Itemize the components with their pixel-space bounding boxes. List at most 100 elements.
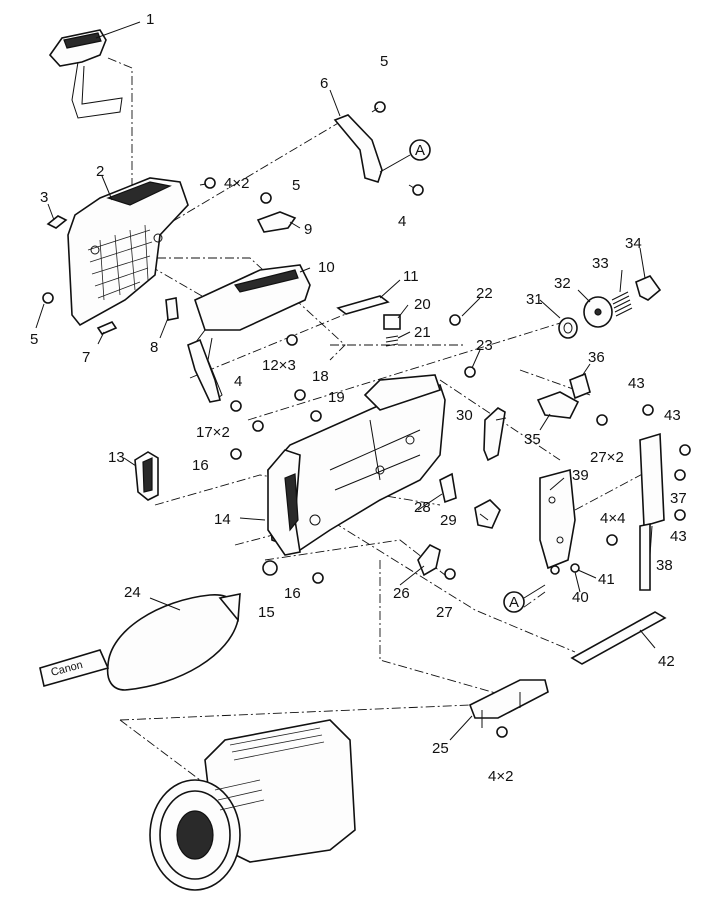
screw-19 <box>310 410 322 422</box>
part-21-spring <box>385 335 399 347</box>
label-part-34: 34 <box>625 235 642 252</box>
label-part-16-b: 16 <box>284 585 301 602</box>
label-part-31: 31 <box>526 291 543 308</box>
leader-lines <box>35 21 656 741</box>
screw-12 <box>286 334 298 346</box>
screw-27x2 <box>596 414 608 426</box>
label-part-43-b: 43 <box>664 407 681 424</box>
label-part-2: 2 <box>96 163 104 180</box>
part-number-labels: 1 2 3 4 4×2 4 4×2 4×4 5 5 5 6 7 8 9 10 1… <box>30 11 687 785</box>
screw-5-left <box>42 292 54 304</box>
label-part-25: 25 <box>432 740 449 757</box>
part-35-bracket <box>536 391 580 419</box>
label-part-4-b: 4 <box>234 373 242 390</box>
label-part-42: 42 <box>658 653 675 670</box>
label-part-43-c: 43 <box>670 528 687 545</box>
part-1-grip-cap <box>48 29 123 119</box>
screw-5-mid <box>260 192 272 204</box>
label-part-22: 22 <box>476 285 493 302</box>
screw-16-b <box>312 572 324 584</box>
label-part-33: 33 <box>592 255 609 272</box>
label-part-20: 20 <box>414 296 431 313</box>
label-part-4x4: 4×4 <box>600 510 625 527</box>
part-10-top-frame <box>187 264 311 403</box>
label-part-19: 19 <box>328 389 345 406</box>
screw-37 <box>674 469 686 481</box>
part-2-grip-cover <box>67 177 189 327</box>
label-part-10: 10 <box>318 259 335 276</box>
reference-marker-a-top: A <box>379 139 431 173</box>
label-part-6: 6 <box>320 75 328 92</box>
label-part-5-b: 5 <box>292 177 300 194</box>
screw-4-right <box>408 184 424 196</box>
label-part-29: 29 <box>440 512 457 529</box>
screw-18 <box>294 389 306 401</box>
screw-17 <box>252 420 264 432</box>
part-39-pcb-bracket <box>539 468 576 570</box>
label-part-24: 24 <box>124 584 141 601</box>
label-part-4x2-b: 4×2 <box>488 768 513 785</box>
label-part-16-a: 16 <box>192 457 209 474</box>
part-29-gear <box>474 499 501 529</box>
screw-4x2-a <box>199 177 216 189</box>
label-part-21: 21 <box>414 324 431 341</box>
label-part-38: 38 <box>656 557 673 574</box>
label-part-30: 30 <box>456 407 473 424</box>
parts-31-34-dial-assembly <box>558 275 662 339</box>
screw-5-top <box>371 101 386 113</box>
part-13-bracket <box>134 451 159 501</box>
label-part-27x2: 27×2 <box>590 449 624 466</box>
part-11-plate <box>336 295 390 315</box>
part-24-strap: Canon <box>39 593 241 691</box>
screw-15 <box>262 560 278 576</box>
screw-43-b <box>679 444 691 456</box>
lens-block <box>149 719 356 891</box>
part-7-pad <box>96 321 118 335</box>
label-part-15: 15 <box>258 604 275 621</box>
part-25-bracket <box>468 679 549 728</box>
label-part-11: 11 <box>403 268 419 285</box>
label-part-7: 7 <box>82 349 90 366</box>
label-part-43-a: 43 <box>628 375 645 392</box>
label-part-26: 26 <box>393 585 410 602</box>
label-part-17x2: 17×2 <box>196 424 230 441</box>
screw-4-mid <box>230 400 242 412</box>
label-part-27: 27 <box>436 604 453 621</box>
label-part-4x2-a: 4×2 <box>224 175 249 192</box>
screw-23 <box>464 366 476 378</box>
label-part-18: 18 <box>312 368 329 385</box>
label-part-32: 32 <box>554 275 571 292</box>
screw-41 <box>570 563 580 573</box>
label-part-12x3: 12×3 <box>262 357 296 374</box>
label-part-28: 28 <box>414 499 431 516</box>
label-part-13: 13 <box>108 449 125 466</box>
label-part-8: 8 <box>150 339 158 356</box>
label-part-35: 35 <box>524 431 541 448</box>
label-part-41: 41 <box>598 571 615 588</box>
label-part-4-a: 4 <box>398 213 406 230</box>
part-20-block <box>383 314 401 330</box>
main-chassis <box>267 374 446 556</box>
part-30-bracket <box>483 407 506 462</box>
label-part-9: 9 <box>304 221 312 238</box>
screw-40 <box>550 565 560 575</box>
label-part-5-a: 5 <box>380 53 388 70</box>
screw-43-a <box>642 404 654 416</box>
label-part-36: 36 <box>588 349 605 366</box>
reference-a-top-label: A <box>415 142 425 159</box>
label-part-5-c: 5 <box>30 331 38 348</box>
screw-43-c <box>674 509 686 521</box>
label-part-40: 40 <box>572 589 589 606</box>
screw-16-a <box>230 448 242 460</box>
reference-marker-a-bottom: A <box>503 584 546 613</box>
part-36-bracket <box>569 372 591 400</box>
screw-4x4 <box>606 534 618 546</box>
part-28-clip <box>439 472 457 504</box>
label-part-14: 14 <box>214 511 231 528</box>
part-38-vertical-plate <box>639 432 665 591</box>
reference-a-bottom-label: A <box>509 594 519 611</box>
part-42-rail <box>570 611 667 665</box>
label-part-3: 3 <box>40 189 48 206</box>
part-3-bracket <box>46 215 68 229</box>
